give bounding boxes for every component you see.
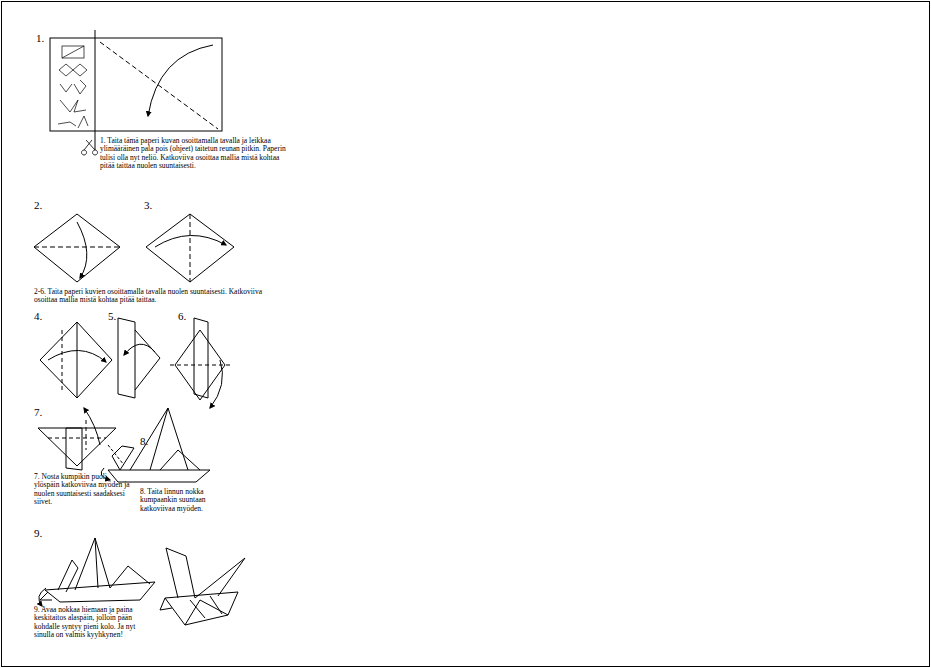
fold-arrow bbox=[148, 45, 213, 116]
instruction-text: 1. Taita tämä paperi kuvan osoittamalla … bbox=[100, 137, 288, 171]
fold-figures bbox=[34, 30, 245, 625]
step-number: 2. bbox=[34, 199, 42, 211]
dove-body bbox=[45, 582, 155, 602]
dove-body bbox=[165, 592, 238, 625]
dove-wing bbox=[166, 548, 195, 598]
cut-line bbox=[95, 30, 96, 150]
dove-wing bbox=[195, 558, 245, 598]
step-number: 6. bbox=[178, 310, 186, 322]
dove-wing bbox=[75, 538, 110, 590]
instruction-text: 9. Avaa nokkaa hiemaan ja paina keskitai… bbox=[34, 606, 146, 640]
fold-line bbox=[100, 42, 218, 129]
step-number: 4. bbox=[34, 310, 42, 322]
step-number: 9. bbox=[34, 527, 42, 539]
step-number: 3. bbox=[144, 199, 152, 211]
step-number: 1. bbox=[36, 32, 44, 44]
paper-diamond bbox=[146, 214, 234, 282]
paper-diamond bbox=[34, 214, 120, 282]
instruction-text: 7. Nosta kumpikin puoli ylöspäin katkovi… bbox=[34, 473, 134, 507]
paper-sheet bbox=[50, 38, 222, 131]
instruction-text: 8. Taita linnun nokka kumpaankin suuntaa… bbox=[140, 488, 240, 513]
scissors-symbol bbox=[82, 140, 98, 155]
step-number: 7. bbox=[34, 406, 42, 418]
step-number: 5. bbox=[108, 310, 116, 322]
step-number: 8. bbox=[140, 435, 148, 447]
paper-fold bbox=[118, 318, 160, 398]
dove-body bbox=[108, 470, 210, 482]
thumbnail-icons bbox=[58, 46, 88, 128]
paper-fold bbox=[40, 322, 112, 398]
paper-fold bbox=[38, 428, 116, 466]
instruction-text: 2-6. Taita paperi kuvien osoittamalla ta… bbox=[34, 288, 284, 305]
